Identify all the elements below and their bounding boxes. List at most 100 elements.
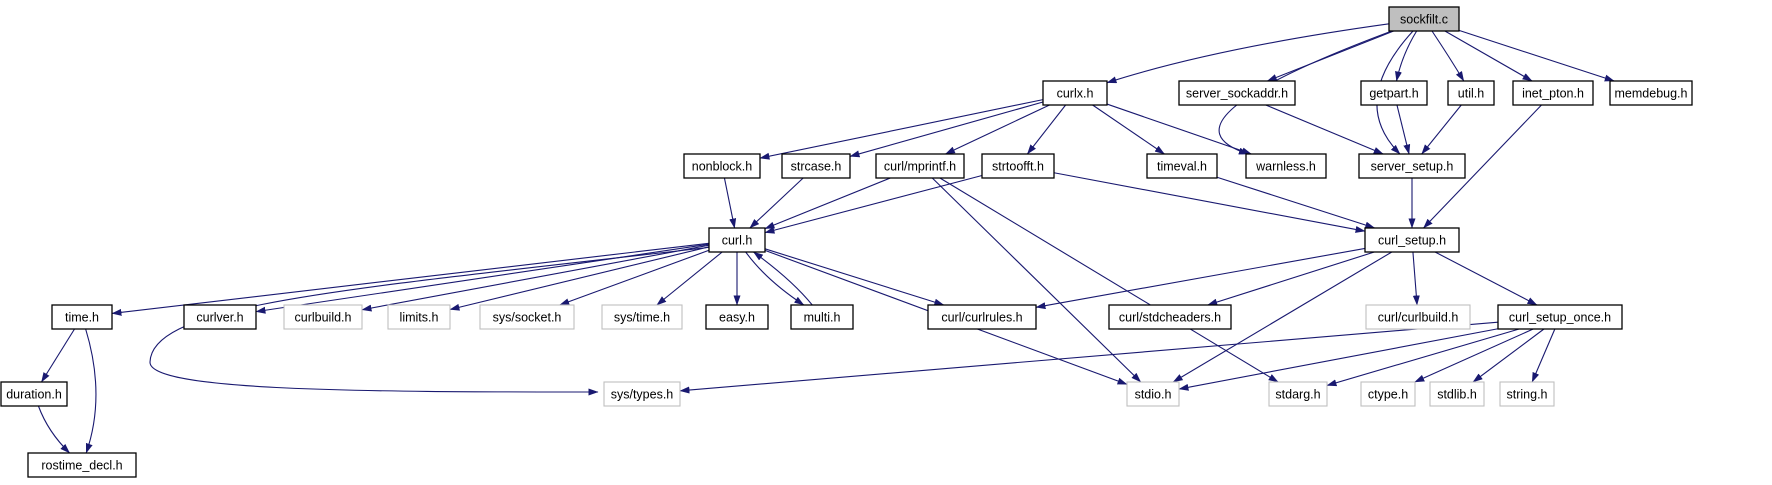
node-box-rostime-decl-h[interactable]: [27, 452, 137, 478]
node-box-inet-pton-h[interactable]: [1512, 80, 1594, 106]
node-curl-stdcheaders-h[interactable]: curl/stdcheaders.h: [1108, 304, 1232, 330]
node-label-limits-h: limits.h: [400, 311, 439, 325]
node-easy-h[interactable]: easy.h: [705, 304, 769, 330]
node-box-curlbuild-h: [283, 304, 363, 330]
edge-curl-h-to-curl-curlrules-h: [764, 248, 945, 306]
edge-curl-h-to-limits-h: [449, 246, 710, 311]
node-sys-time-h: sys/time.h: [601, 304, 683, 330]
edge-sockfilt-c-to-util-h: [1431, 30, 1465, 82]
node-label-duration-h: duration.h: [6, 388, 62, 402]
edge-curl-mprintf-h-to-curl-h: [764, 177, 891, 230]
node-label-curl-setup-h: curl_setup.h: [1378, 234, 1446, 248]
node-curl-h[interactable]: curl.h: [708, 227, 766, 253]
node-box-sys-socket-h: [479, 304, 575, 330]
edge-layer: [37, 23, 1615, 454]
node-label-stdarg-h: stdarg.h: [1275, 388, 1320, 402]
node-sockfilt-c[interactable]: sockfilt.c: [1388, 6, 1460, 32]
node-curlver-h[interactable]: curlver.h: [183, 304, 257, 330]
node-multi-h[interactable]: multi.h: [790, 304, 854, 330]
edge-curlx-h-to-strtoofft-h: [1026, 104, 1067, 155]
node-label-rostime-decl-h: rostime_decl.h: [41, 459, 122, 473]
edge-curl-setup-once-h-to-stdlib-h: [1472, 328, 1545, 383]
node-string-h: string.h: [1499, 381, 1555, 407]
node-label-ctype-h: ctype.h: [1368, 388, 1408, 402]
node-strtoofft-h[interactable]: strtoofft.h: [981, 153, 1055, 179]
edge-curl-h-to-curlver-h: [255, 243, 710, 314]
node-box-duration-h[interactable]: [0, 381, 68, 407]
node-box-curl-curlrules-h[interactable]: [927, 304, 1037, 330]
node-box-ctype-h: [1360, 381, 1416, 407]
edge-curl-setup-h-to-curl-curlrules-h: [1035, 247, 1366, 310]
node-box-server-setup-h[interactable]: [1358, 153, 1466, 179]
node-label-getpart-h: getpart.h: [1369, 87, 1418, 101]
node-box-util-h[interactable]: [1447, 80, 1495, 106]
edge-time-h-to-duration-h: [41, 328, 75, 383]
node-box-getpart-h[interactable]: [1360, 80, 1428, 106]
edge-curl-mprintf-h-to-stdarg-h: [939, 177, 1279, 383]
node-timeval-h[interactable]: timeval.h: [1146, 153, 1218, 179]
node-curl-mprintf-h[interactable]: curl/mprintf.h: [875, 153, 965, 179]
node-box-curlver-h[interactable]: [183, 304, 257, 330]
node-box-timeval-h[interactable]: [1146, 153, 1218, 179]
node-rostime-decl-h[interactable]: rostime_decl.h: [27, 452, 137, 478]
edge-sockfilt-c-to-warnless-h: [1218, 30, 1393, 155]
node-box-curl-mprintf-h[interactable]: [875, 153, 965, 179]
node-util-h[interactable]: util.h: [1447, 80, 1495, 106]
node-box-sys-time-h: [601, 304, 683, 330]
edge-sockfilt-c-to-memdebug-h: [1458, 29, 1615, 82]
node-label-curl-mprintf-h: curl/mprintf.h: [884, 160, 956, 174]
edge-inet-pton-h-to-curl-setup-h: [1423, 104, 1542, 229]
edge-curl-setup-h-to-curl-stdcheaders-h: [1207, 251, 1375, 306]
node-label-stdio-h: stdio.h: [1135, 388, 1172, 402]
node-duration-h[interactable]: duration.h: [0, 381, 68, 407]
node-nonblock-h[interactable]: nonblock.h: [683, 153, 761, 179]
node-stdlib-h: stdlib.h: [1429, 381, 1485, 407]
node-box-stdarg-h: [1268, 381, 1328, 407]
node-getpart-h[interactable]: getpart.h: [1360, 80, 1428, 106]
node-box-curlx-h[interactable]: [1042, 80, 1108, 106]
node-label-sys-time-h: sys/time.h: [614, 311, 670, 325]
node-box-memdebug-h[interactable]: [1609, 80, 1693, 106]
node-curl-setup-once-h[interactable]: curl_setup_once.h: [1497, 304, 1623, 330]
node-sys-socket-h: sys/socket.h: [479, 304, 575, 330]
node-inet-pton-h[interactable]: inet_pton.h: [1512, 80, 1594, 106]
node-server-setup-h[interactable]: server_setup.h: [1358, 153, 1466, 179]
node-box-strtoofft-h[interactable]: [981, 153, 1055, 179]
node-layer: sockfilt.c curlx.h server_sockaddr.h getpar…: [0, 6, 1693, 478]
node-box-curl-stdcheaders-h[interactable]: [1108, 304, 1232, 330]
node-box-multi-h[interactable]: [790, 304, 854, 330]
edge-sockfilt-c-to-inet-pton-h: [1444, 30, 1533, 82]
node-box-time-h[interactable]: [51, 304, 113, 330]
node-curlx-h[interactable]: curlx.h: [1042, 80, 1108, 106]
node-label-multi-h: multi.h: [804, 311, 841, 325]
node-box-nonblock-h[interactable]: [683, 153, 761, 179]
edge-curl-setup-h-to-curl-curlbuild-h: [1412, 251, 1420, 306]
edge-time-h-to-rostime-decl-h: [85, 328, 97, 454]
edge-curl-setup-h-to-curl-setup-once-h: [1434, 251, 1538, 306]
node-box-curl-setup-once-h[interactable]: [1497, 304, 1623, 330]
node-box-sockfilt-c[interactable]: [1388, 6, 1460, 32]
node-memdebug-h[interactable]: memdebug.h: [1609, 80, 1693, 106]
node-label-curlver-h: curlver.h: [196, 311, 243, 325]
node-box-curl-setup-h[interactable]: [1364, 227, 1460, 253]
node-label-curl-stdcheaders-h: curl/stdcheaders.h: [1119, 311, 1221, 325]
edge-curl-h-to-curlbuild-h: [361, 244, 710, 312]
node-box-easy-h[interactable]: [705, 304, 769, 330]
node-box-server-sockaddr-h[interactable]: [1178, 80, 1296, 106]
node-label-curlbuild-h: curlbuild.h: [295, 311, 352, 325]
node-box-curl-h[interactable]: [708, 227, 766, 253]
node-warnless-h[interactable]: warnless.h: [1245, 153, 1327, 179]
node-label-strtoofft-h: strtoofft.h: [992, 160, 1044, 174]
node-stdio-h: stdio.h: [1126, 381, 1180, 407]
node-curl-curlrules-h[interactable]: curl/curlrules.h: [927, 304, 1037, 330]
edge-curlx-h-to-timeval-h: [1092, 104, 1165, 155]
node-curl-setup-h[interactable]: curl_setup.h: [1364, 227, 1460, 253]
node-label-timeval-h: timeval.h: [1157, 160, 1207, 174]
edge-strtoofft-h-to-curl-h: [764, 174, 983, 234]
node-box-warnless-h[interactable]: [1245, 153, 1327, 179]
node-box-strcase-h[interactable]: [781, 153, 851, 179]
node-server-sockaddr-h[interactable]: server_sockaddr.h: [1178, 80, 1296, 106]
node-time-h[interactable]: time.h: [51, 304, 113, 330]
node-strcase-h[interactable]: strcase.h: [781, 153, 851, 179]
